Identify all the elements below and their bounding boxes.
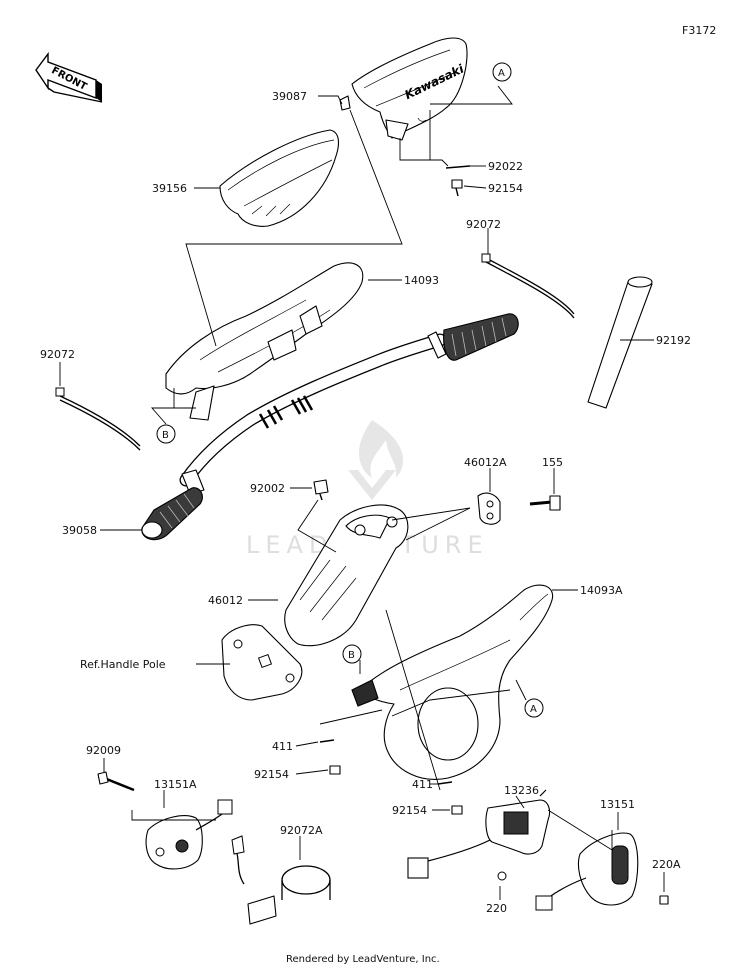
label-13151: 13151	[600, 798, 635, 811]
front-arrow: FRONT	[35, 51, 103, 103]
meter-visor-39156	[219, 129, 340, 227]
label-220A: 220A	[652, 858, 681, 871]
band-92072-right	[481, 253, 575, 319]
label-220: 220	[486, 902, 507, 915]
label-92154-low: 92154	[392, 804, 427, 817]
label-14093A: 14093A	[580, 584, 623, 597]
ref-marker-a-mid: A	[524, 698, 544, 718]
figure-code: F3172	[682, 24, 716, 37]
label-13151A: 13151A	[154, 778, 197, 791]
washer-411-a	[319, 739, 335, 743]
label-155: 155	[542, 456, 563, 469]
label-411-b: 411	[412, 778, 433, 791]
washer-411-b	[437, 781, 453, 785]
tube-92192	[587, 276, 653, 409]
bolt-155	[529, 495, 561, 511]
label-92002: 92002	[250, 482, 285, 495]
cover-14093A	[351, 584, 554, 780]
band-92072-left	[55, 387, 141, 451]
left-grip-39058	[141, 469, 205, 541]
switch-13236	[407, 789, 551, 879]
label-411-a: 411	[272, 740, 293, 753]
holder-46012A	[477, 492, 501, 525]
screw-92154-low	[451, 805, 463, 815]
bolt-92002	[313, 479, 329, 501]
washer-92022	[445, 165, 471, 169]
footer-credit: Rendered by LeadVenture, Inc.	[286, 954, 440, 965]
screw-220	[497, 871, 507, 881]
label-92022: 92022	[488, 160, 523, 173]
label-39156: 39156	[152, 182, 187, 195]
label-92154-mid: 92154	[254, 768, 289, 781]
screw-92154-mid	[329, 765, 341, 775]
leader-lines	[59, 85, 665, 900]
cover-14093	[165, 262, 364, 421]
label-92154: 92154	[488, 182, 523, 195]
label-46012A: 46012A	[464, 456, 507, 469]
clamp-92072A	[231, 835, 331, 925]
handle-pole-plate	[221, 624, 303, 701]
ref-a-mid-text: A	[530, 704, 537, 715]
ref-marker-b-mid: B	[342, 644, 362, 664]
label-14093: 14093	[404, 274, 439, 287]
handle-holder-46012	[284, 504, 409, 647]
screw-92154-top	[451, 179, 463, 197]
ref-b-left-text: B	[162, 430, 169, 441]
label-39087: 39087	[272, 90, 307, 103]
label-92192: 92192	[656, 334, 691, 347]
label-39058: 39058	[62, 524, 97, 537]
screw-220A	[659, 895, 669, 905]
top-cover-39087: Kawasaki	[339, 37, 468, 141]
label-46012: 46012	[208, 594, 243, 607]
label-92072: 92072	[466, 218, 501, 231]
switch-13151A	[145, 799, 233, 870]
switch-13151	[535, 832, 639, 911]
ref-b-mid-text: B	[348, 650, 355, 661]
handlebar	[179, 333, 447, 487]
label-92072A: 92072A	[280, 824, 323, 837]
ref-marker-b-left: B	[156, 424, 176, 444]
ref-marker-a-top: A	[492, 62, 512, 82]
callout-labels: 39087 92022 92154 39156 92072 14093 9219…	[40, 90, 691, 915]
label-92009: 92009	[86, 744, 121, 757]
right-grip	[427, 313, 519, 361]
label-13236: 13236	[504, 784, 539, 797]
label-92072-left: 92072	[40, 348, 75, 361]
screw-92009	[97, 771, 135, 792]
label-ref-handle-pole: Ref.Handle Pole	[80, 658, 166, 671]
ref-a-top-text: A	[498, 68, 505, 79]
